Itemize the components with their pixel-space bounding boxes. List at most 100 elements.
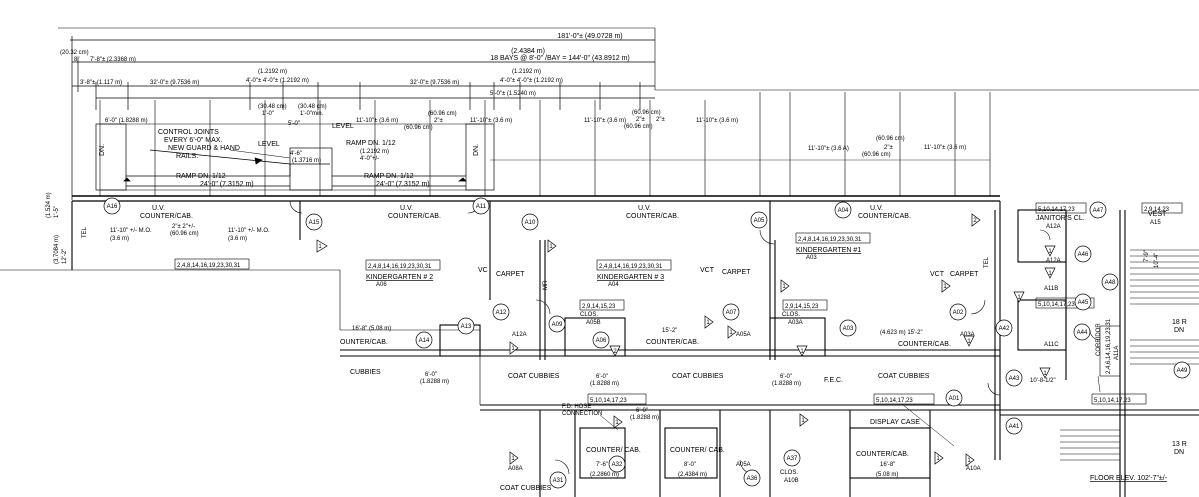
door-tag: A43 [1009, 376, 1020, 382]
note-clos: CLOS. [580, 312, 598, 318]
dim-label: (60.96 cm) [876, 136, 905, 142]
door-tag: A42 [999, 326, 1010, 332]
dim-label: 10'-8-1/2" [1030, 378, 1056, 384]
room-number: A05A [736, 332, 751, 338]
dim-bay-metric: (2.4384 m) [511, 48, 545, 55]
note-dn: DN. [99, 144, 106, 156]
keynote-number: 1 [801, 418, 805, 424]
note-ramp: RAMP DN. 1/12 [346, 140, 396, 147]
dim-label: 1'-5" [54, 206, 60, 218]
note-floor: VCT [930, 271, 945, 278]
door-tag: A04 [838, 208, 849, 214]
room-tag: 5,10,14,17,23 [1038, 207, 1075, 213]
dim-label: (1.2192 m) [360, 149, 389, 155]
room-tag: 2,4,8,14,16,19,23,30,31 [599, 264, 663, 270]
dim-label: (60.96 cm) [170, 231, 199, 237]
note-ramp: RAMP DN. 1/12 [364, 173, 414, 180]
note-counter: COUNTER/CAB. [646, 339, 699, 346]
note-floor: VCT [700, 267, 715, 274]
room-name: KINDERGARTEN # 3 [597, 274, 664, 281]
room-name: KINDERGARTEN # 2 [366, 274, 433, 281]
note-fec: F.E.C. [824, 377, 843, 384]
note-counter: OUNTER/CAB. [340, 339, 388, 346]
dim-label: (1.2192 m) [258, 69, 287, 75]
note-cubbies: COAT CUBBIES [878, 373, 930, 380]
room-tags [174, 202, 1183, 405]
door-tag: A14 [419, 338, 430, 344]
dim-label: 15'-2" [662, 328, 677, 334]
door-tag: A37 [787, 456, 798, 462]
keynote-number: 1 [511, 456, 515, 462]
note-floor: VC [478, 267, 488, 274]
dim-label: (3.6 m) [110, 236, 129, 242]
keynote-number: 1 [615, 420, 619, 426]
door-tag: A48 [1105, 280, 1116, 286]
dim-label: 24'-0" (7.3152 m) [200, 181, 254, 188]
door-tag-text: A16 A15 A11 A10 A05 A04 A47 A46 A45 A44 … [107, 204, 1188, 484]
note-control-joints: CONTROL JOINTS [158, 129, 219, 136]
dim-label: 8" [74, 57, 79, 63]
note-floor: CARPET [950, 271, 979, 278]
dim-label: 32'-0"± (9.7536 m) [410, 80, 459, 86]
dim-label: 4'-0"+/- [360, 156, 379, 162]
note-riser: DN [1174, 327, 1184, 334]
door-tag: A11 [476, 204, 487, 210]
dim-label: 24'-0" (7.3152 m) [376, 181, 430, 188]
dim-label: 11'-10"± (3.6 m) [356, 118, 398, 124]
room-tag: 2,4,8,14,16,19,23,30,31 [177, 263, 241, 269]
keynote-number: 1 [967, 339, 971, 345]
dim-label: (2.4384 m) [678, 472, 707, 478]
exterior-wall [72, 92, 1000, 202]
keynote-number: 1 [782, 284, 786, 290]
dim-label: 7'-9" [1144, 250, 1150, 262]
door-tag: A02 [953, 310, 964, 316]
room-tag: 5,10,14,17,23 [876, 398, 913, 404]
keynote-number: 1 [1017, 295, 1021, 301]
dim-label: (1.8288 m) [630, 415, 659, 421]
keynote-number: 1 [511, 346, 515, 352]
door-tag: A12 [496, 310, 507, 316]
room-tag: 2,4,8,14,16,19,23,30,31 [368, 264, 432, 270]
dim-label: 10'-4" [1154, 253, 1160, 268]
note-counter: COUNTER/ CAB. [586, 447, 641, 454]
dim-label: 2"± [656, 117, 665, 123]
dim-label: 2"± 2"+/- [172, 224, 195, 230]
room-tag: 2,4,8,14,16,19,23,30,31 [798, 237, 862, 243]
door-tag: A32 [612, 462, 623, 468]
note-corridor: CORRIDOR [1096, 323, 1102, 356]
dim-label: 5'-0" [288, 121, 300, 127]
dim-label: (3.6 m) [228, 236, 247, 242]
dim-label: 6'-0" [425, 372, 437, 378]
room-name: KINDERGARTEN #1 [796, 247, 861, 254]
note-clos: CLOS. [780, 470, 798, 476]
note-cubbies: COAT CUBBIES [672, 373, 724, 380]
keynote-number: 1 [1048, 271, 1052, 277]
note-display-case: DISPLAY CASE [870, 419, 920, 426]
dim-label: 3'-8"± (1.117 m) [80, 80, 122, 86]
room-number: A11A [1114, 346, 1120, 360]
dim-overall: 181'-0"± (49.0728 m) [557, 33, 622, 40]
door-tag: A01 [949, 396, 960, 402]
dim-label: (30.48 cm) [258, 104, 287, 110]
room-tag-text: 2,4,8,14,16,19,23,30,31 2,4,8,14,16,19,2… [177, 207, 1170, 484]
room-number: A12A [512, 332, 527, 338]
note-tel: TEL [984, 256, 990, 268]
room-number: A03A [788, 320, 803, 326]
door-tag: A45 [1078, 300, 1089, 306]
room-number: A04 [608, 282, 619, 288]
dim-label: 6'-0" (1.8288 m) [105, 118, 148, 124]
dim-label: (3.7084 m) [54, 235, 60, 264]
note-fd-hose: CONNECTION [562, 411, 602, 417]
dim-label: (1.2192 m) [512, 69, 541, 75]
door-tag: A06 [596, 338, 607, 344]
room-number: A11C [1044, 342, 1059, 348]
door-tag: A16 [107, 204, 118, 210]
dim-label: (60.96 cm) [404, 125, 433, 131]
dim-label: 11'-10" +/- M.O. [110, 228, 152, 234]
note-counter: COUNTER/CAB. [140, 213, 193, 220]
note-riser: 13 R [1172, 441, 1187, 448]
dim-label: (30.48 cm) [298, 104, 327, 110]
room-number: A12A [1046, 258, 1061, 264]
door-tag: A44 [1077, 330, 1088, 336]
room-number: A15 [1150, 220, 1161, 226]
